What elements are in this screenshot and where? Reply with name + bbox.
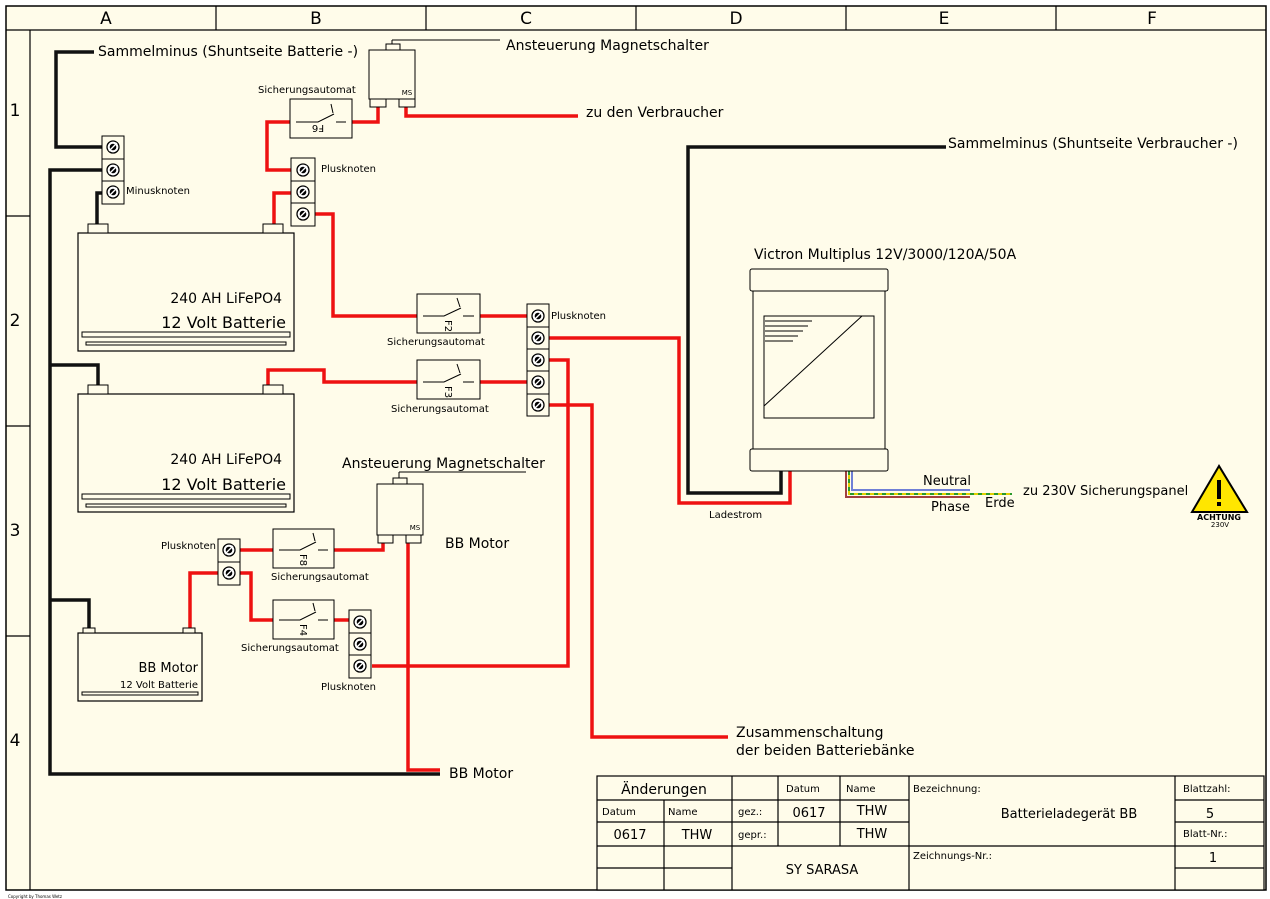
label-neutral: Neutral: [923, 474, 971, 489]
label-sicherungsautomat-f8: Sicherungsautomat: [271, 572, 369, 583]
tb-gez-name: THW: [856, 804, 888, 819]
tb-gepr: gepr.:: [738, 830, 767, 841]
label-sicherungsautomat-f4: Sicherungsautomat: [241, 643, 339, 654]
warning-230v: 230V: [1211, 521, 1229, 529]
tb-name: Name: [668, 807, 698, 818]
minusknoten-block: [101, 135, 125, 205]
grid-row-4: 4: [10, 731, 21, 751]
magnetic-switch-bb: MS: [376, 471, 526, 544]
label-phase: Phase: [931, 500, 970, 515]
battery-1-capacity: 240 AH LiFePO4: [170, 291, 282, 307]
fuse-f8: F8: [272, 528, 335, 569]
fuse-f2-label: F2: [442, 320, 453, 332]
label-bb-motor-bottom: BB Motor: [449, 766, 513, 782]
tb-blattzahl-label: Blattzahl:: [1183, 784, 1230, 795]
battery-bb-motor: BB Motor 12 Volt Batterie: [77, 627, 203, 702]
fuse-f4-label: F4: [297, 624, 308, 636]
label-zu-verbraucher: zu den Verbraucher: [586, 105, 724, 121]
ac-wires: [845, 471, 1012, 498]
label-zusammenschaltung-2: der beiden Batteriebänke: [736, 743, 915, 759]
title-block: [596, 775, 1265, 891]
battery-bank-2: 240 AH LiFePO4 12 Volt Batterie: [77, 384, 295, 513]
ms-label-top: MS: [402, 89, 413, 97]
label-victron: Victron Multiplus 12V/3000/120A/50A: [754, 247, 1017, 263]
label-ansteuerung-top: Ansteuerung Magnetschalter: [506, 38, 709, 54]
positive-wires: [188, 107, 792, 772]
label-ansteuerung-mid: Ansteuerung Magnetschalter: [342, 456, 545, 472]
ms-label-bb: MS: [410, 524, 421, 532]
label-zu-230v: zu 230V Sicherungspanel: [1023, 484, 1188, 499]
plusknoten-block-bottom: [348, 609, 372, 679]
fuse-f2: F2: [416, 293, 481, 334]
fuse-f4: F4: [272, 599, 335, 640]
tb-datum2: Datum: [786, 784, 820, 795]
tb-project: SY SARASA: [786, 863, 859, 878]
tb-bezeichnung-label: Bezeichnung:: [913, 784, 981, 795]
fuse-f3: F3: [416, 359, 481, 400]
fuse-f8-label: F8: [297, 554, 308, 566]
label-sicherungsautomat-f2: Sicherungsautomat: [387, 337, 485, 348]
grid-row-1: 1: [10, 101, 21, 121]
negative-wires: [48, 50, 946, 776]
plusknoten-block-bb: [217, 538, 241, 586]
magnetic-switch-top: MS: [368, 39, 500, 108]
fuse-f6: F6: [289, 98, 353, 139]
grid-col-c: C: [520, 9, 532, 29]
tb-aenderungen: Änderungen: [621, 780, 707, 798]
tb-gez-datum: 0617: [792, 806, 825, 821]
label-zusammenschaltung-1: Zusammenschaltung: [736, 725, 884, 741]
battery-1-voltage: 12 Volt Batterie: [161, 313, 286, 332]
tb-datum: Datum: [602, 807, 636, 818]
label-sammelminus-batterie: Sammelminus (Shuntseite Batterie -): [98, 44, 358, 60]
tb-blattzahl: 5: [1206, 807, 1214, 822]
label-sicherungsautomat-f3: Sicherungsautomat: [391, 404, 489, 415]
tb-gepr-name: THW: [856, 827, 888, 842]
grid-col-a: A: [100, 9, 112, 29]
victron-multiplus: [749, 268, 889, 472]
tb-name2: Name: [846, 784, 876, 795]
grid-col-b: B: [310, 9, 322, 29]
bb-battery-name: BB Motor: [138, 661, 198, 676]
fuse-f6-label: F6: [312, 122, 324, 133]
grid-col-e: E: [939, 9, 950, 29]
label-erde: Erde: [985, 496, 1015, 511]
warning-icon: ACHTUNG 230V: [1190, 464, 1249, 529]
warning-achtung: ACHTUNG: [1197, 513, 1241, 522]
label-ladestrom: Ladestrom: [709, 510, 762, 521]
grid-row-3: 3: [10, 521, 21, 541]
tb-zeichnungsnr-label: Zeichnungs-Nr.:: [913, 851, 992, 862]
label-copyright: Copyright by Thomas Wetz: [8, 894, 62, 899]
tb-blattnr-label: Blatt-Nr.:: [1183, 829, 1227, 840]
battery-2-capacity: 240 AH LiFePO4: [170, 452, 282, 468]
label-sicherungsautomat-f6: Sicherungsautomat: [258, 85, 356, 96]
grid-row-2: 2: [10, 311, 21, 331]
bb-battery-voltage: 12 Volt Batterie: [120, 680, 198, 691]
fuse-f3-label: F3: [442, 386, 453, 398]
label-plusknoten-bottom: Plusknoten: [321, 682, 376, 693]
tb-blattnr: 1: [1209, 851, 1217, 866]
label-minusknoten: Minusknoten: [126, 186, 190, 197]
label-plusknoten-bb: Plusknoten: [161, 541, 216, 552]
battery-2-voltage: 12 Volt Batterie: [161, 475, 286, 494]
label-sammelminus-verbraucher: Sammelminus (Shuntseite Verbraucher -): [948, 136, 1238, 152]
label-plusknoten-main: Plusknoten: [551, 311, 606, 322]
tb-rev-name: THW: [681, 828, 713, 843]
grid-col-d: D: [729, 9, 742, 29]
battery-bank-1: 240 AH LiFePO4 12 Volt Batterie: [77, 223, 295, 352]
plusknoten-block-top: [290, 157, 316, 227]
tb-rev-datum: 0617: [613, 828, 646, 843]
label-bb-motor-switch: BB Motor: [445, 536, 509, 552]
tb-bezeichnung: Batterieladegerät BB: [1001, 807, 1138, 822]
label-plusknoten-top: Plusknoten: [321, 164, 376, 175]
plusknoten-block-main: [526, 303, 550, 417]
tb-gez: gez.:: [738, 807, 762, 818]
grid-col-f: F: [1147, 9, 1157, 29]
